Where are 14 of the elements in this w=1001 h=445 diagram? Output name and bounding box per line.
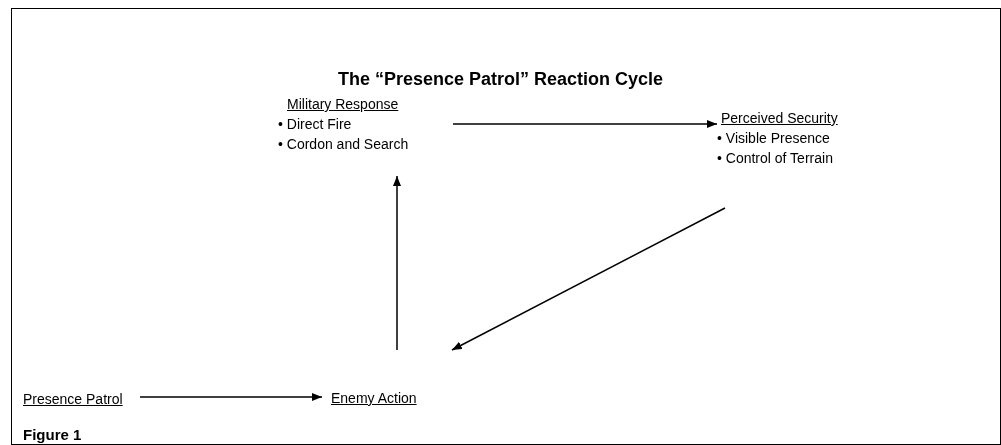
- title: The “Presence Patrol” Reaction Cycle: [337, 69, 664, 89]
- node-heading: Military Response: [287, 95, 399, 114]
- arrow: [452, 120, 718, 128]
- arrow: [139, 393, 323, 401]
- bullet-item: • Cordon and Search: [278, 135, 410, 154]
- arrow: [393, 175, 401, 351]
- figure-label: Figure 1: [23, 426, 82, 443]
- node-heading: Presence Patrol: [23, 390, 123, 409]
- arrow: [451, 207, 726, 351]
- bullet-item: • Visible Presence: [717, 129, 831, 148]
- node-heading: Perceived Security: [721, 109, 838, 128]
- node-heading: Enemy Action: [331, 389, 417, 408]
- bullet-item: • Control of Terrain: [717, 149, 834, 168]
- bullet-item: • Direct Fire: [278, 115, 353, 134]
